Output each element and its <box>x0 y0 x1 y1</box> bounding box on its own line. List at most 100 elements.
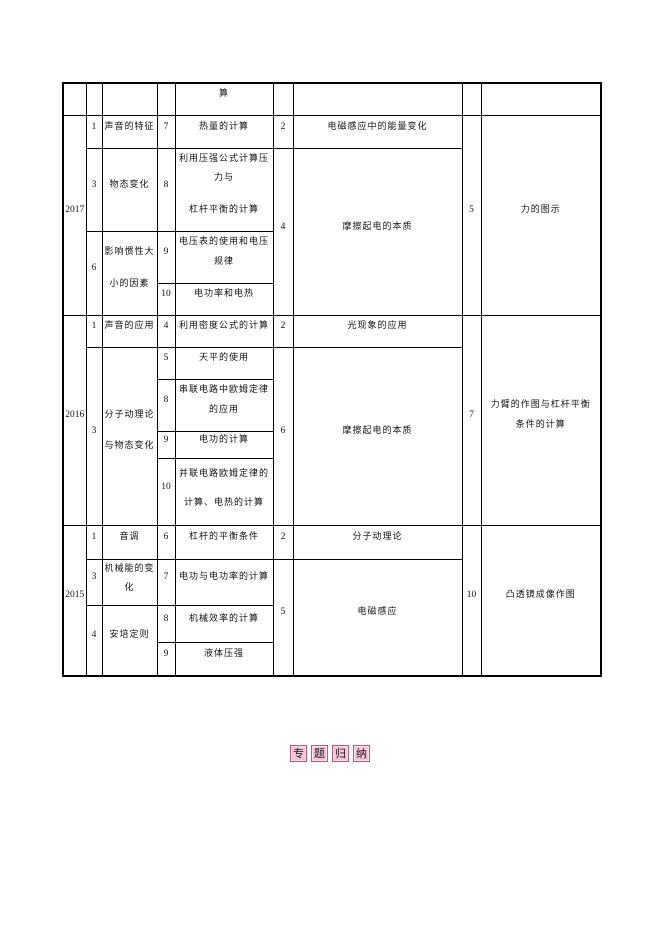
table-row: 9 电功的计算 <box>63 430 601 459</box>
question-number-cell: 6 <box>156 524 176 560</box>
year-cell-2015: 2015 <box>62 524 87 677</box>
question-number-cell: 5 <box>461 114 482 316</box>
table-row: 9 液体压强 <box>63 641 601 677</box>
knowledge-point-cell: 利用压强公式计算压力与 杠杆平衡的计算 <box>174 147 274 232</box>
question-number-cell: 9 <box>156 641 176 677</box>
question-number-cell: 7 <box>461 314 482 526</box>
question-number-cell: 9 <box>156 230 176 284</box>
question-number-cell: 8 <box>156 604 176 643</box>
question-number-cell: 6 <box>85 230 103 316</box>
knowledge-point-cell: 光现象的应用 <box>292 314 463 348</box>
table-row: 算 <box>62 82 602 116</box>
knowledge-point-cell: 分子动理论与物态变化 <box>101 346 158 526</box>
question-number-cell <box>85 82 103 116</box>
table-row: 10 电功率和电热 <box>63 282 601 316</box>
question-number-cell: 8 <box>156 147 176 232</box>
question-number-cell: 5 <box>156 346 176 380</box>
knowledge-point-cell: 天平的使用 <box>174 346 274 380</box>
knowledge-point-cell: 热量的计算 <box>174 114 274 149</box>
question-number-cell <box>156 82 176 116</box>
question-number-cell: 10 <box>461 524 482 677</box>
knowledge-point-cell: 电磁感应中的能量变化 <box>292 114 463 149</box>
knowledge-point-cell <box>480 82 602 116</box>
knowledge-point-cell: 电功与电功率的计算 <box>174 558 274 606</box>
knowledge-point-cell-continuation: 算 <box>174 82 274 116</box>
question-number-cell: 3 <box>85 147 103 232</box>
section-heading: 专 题 归 纳 <box>290 745 370 762</box>
knowledge-point-cell: 电功的计算 <box>174 430 274 459</box>
knowledge-point-cell: 凸透镜成像作图 <box>480 524 602 677</box>
question-number-cell: 2 <box>272 524 294 560</box>
question-number-cell: 3 <box>85 346 103 526</box>
knowledge-point-cell: 液体压强 <box>174 641 274 677</box>
knowledge-point-cell: 音调 <box>101 524 158 560</box>
question-number-cell: 1 <box>85 314 103 348</box>
year-cell <box>62 82 87 116</box>
knowledge-point-cell: 安培定则 <box>101 604 158 677</box>
question-number-cell: 2 <box>272 314 294 348</box>
knowledge-point-cell: 物态变化 <box>101 147 158 232</box>
question-number-cell: 2 <box>272 114 294 149</box>
knowledge-point-line: 利用压强公式计算压力与 <box>178 153 269 183</box>
knowledge-point-cell: 分子动理论 <box>292 524 463 560</box>
table-row: 3 机械能的变化 7 电功与电功率的计算 5 电磁感应 <box>63 558 601 677</box>
question-number-cell: 4 <box>85 604 103 677</box>
question-number-cell <box>272 82 294 116</box>
knowledge-point-text: 电压表的使用和电压规律 <box>178 237 269 267</box>
knowledge-point-text: 机械能的变化 <box>104 564 155 593</box>
knowledge-point-cell <box>101 82 158 116</box>
table-row: 10 并联电路欧姆定律的计算、电热的计算 <box>63 457 601 526</box>
question-number-cell: 7 <box>156 558 176 606</box>
knowledge-point-cell: 电压表的使用和电压规律 <box>174 230 274 284</box>
knowledge-point-text: 力臂的作图与杠杆平衡条件的计算 <box>490 400 591 430</box>
question-number-cell: 4 <box>156 314 176 348</box>
knowledge-point-cell: 摩擦起电的本质 <box>292 147 463 316</box>
table-row: 2016 1 声音的应用 4 利用密度公式的计算 2 光现象的应用 7 力臂的作… <box>62 314 602 526</box>
knowledge-point-cell: 电功率和电热 <box>174 282 274 316</box>
knowledge-point-cell: 杠杆的平衡条件 <box>174 524 274 560</box>
knowledge-point-text: 影响惯性大小的因素 <box>104 247 155 289</box>
knowledge-point-cell: 机械效率的计算 <box>174 604 274 643</box>
question-number-cell: 7 <box>156 114 176 149</box>
knowledge-point-cell: 利用密度公式的计算 <box>174 314 274 348</box>
knowledge-point-cell: 力臂的作图与杠杆平衡条件的计算 <box>480 314 602 526</box>
table-row: 3 物态变化 8 利用压强公式计算压力与 杠杆平衡的计算 4 摩擦起电的本质 <box>63 147 601 316</box>
question-number-cell: 8 <box>156 378 176 432</box>
question-number-cell: 1 <box>85 114 103 149</box>
knowledge-point-cell: 声音的应用 <box>101 314 158 348</box>
table-row: 3 分子动理论与物态变化 5 天平的使用 6 摩擦起电的本质 <box>63 346 601 526</box>
heading-char-box: 纳 <box>353 745 370 762</box>
knowledge-point-cell: 力的图示 <box>480 114 602 316</box>
knowledge-point-cell: 摩擦起电的本质 <box>292 346 463 526</box>
knowledge-point-cell: 电磁感应 <box>292 558 463 677</box>
knowledge-point-text: 并联电路欧姆定律的计算、电热的计算 <box>178 468 269 508</box>
table-row: 6 影响惯性大小的因素 9 电压表的使用和电压规律 <box>63 230 601 316</box>
question-number-cell: 5 <box>272 558 294 677</box>
knowledge-point-cell: 影响惯性大小的因素 <box>101 230 158 316</box>
knowledge-point-cell: 机械能的变化 <box>101 558 158 606</box>
question-number-cell: 6 <box>272 346 294 526</box>
question-number-cell: 9 <box>156 430 176 459</box>
knowledge-point-cell <box>292 82 463 116</box>
table-row: 4 安培定则 8 机械效率的计算 <box>63 604 601 677</box>
question-number-cell: 10 <box>156 282 176 316</box>
question-number-cell: 3 <box>85 558 103 606</box>
table-row: 2017 1 声音的特征 7 热量的计算 2 电磁感应中的能量变化 5 力的图示 <box>62 114 602 316</box>
question-number-cell: 1 <box>85 524 103 560</box>
year-cell-2017: 2017 <box>62 114 87 316</box>
knowledge-point-text: 分子动理论与物态变化 <box>104 410 155 451</box>
question-number-cell: 10 <box>156 457 176 526</box>
question-number-cell: 4 <box>272 147 294 316</box>
knowledge-point-cell: 串联电路中欧姆定律的应用 <box>174 378 274 432</box>
heading-char-box: 归 <box>332 745 349 762</box>
heading-char-box: 题 <box>311 745 328 762</box>
knowledge-point-cell: 声音的特征 <box>101 114 158 149</box>
year-cell-2016: 2016 <box>62 314 87 526</box>
table-row: 2015 1 音调 6 杠杆的平衡条件 2 分子动理论 10 凸透镜成像作图 <box>62 524 602 677</box>
knowledge-point-line: 杠杆平衡的计算 <box>188 204 259 215</box>
heading-char-box: 专 <box>290 745 307 762</box>
knowledge-point-text: 串联电路中欧姆定律的应用 <box>178 385 269 415</box>
question-number-cell <box>461 82 482 116</box>
knowledge-point-cell: 并联电路欧姆定律的计算、电热的计算 <box>174 457 274 526</box>
exam-analysis-table: 算 2017 1 声音的特征 7 热量的计算 2 电磁感应中的能量变化 5 力的… <box>62 82 602 677</box>
